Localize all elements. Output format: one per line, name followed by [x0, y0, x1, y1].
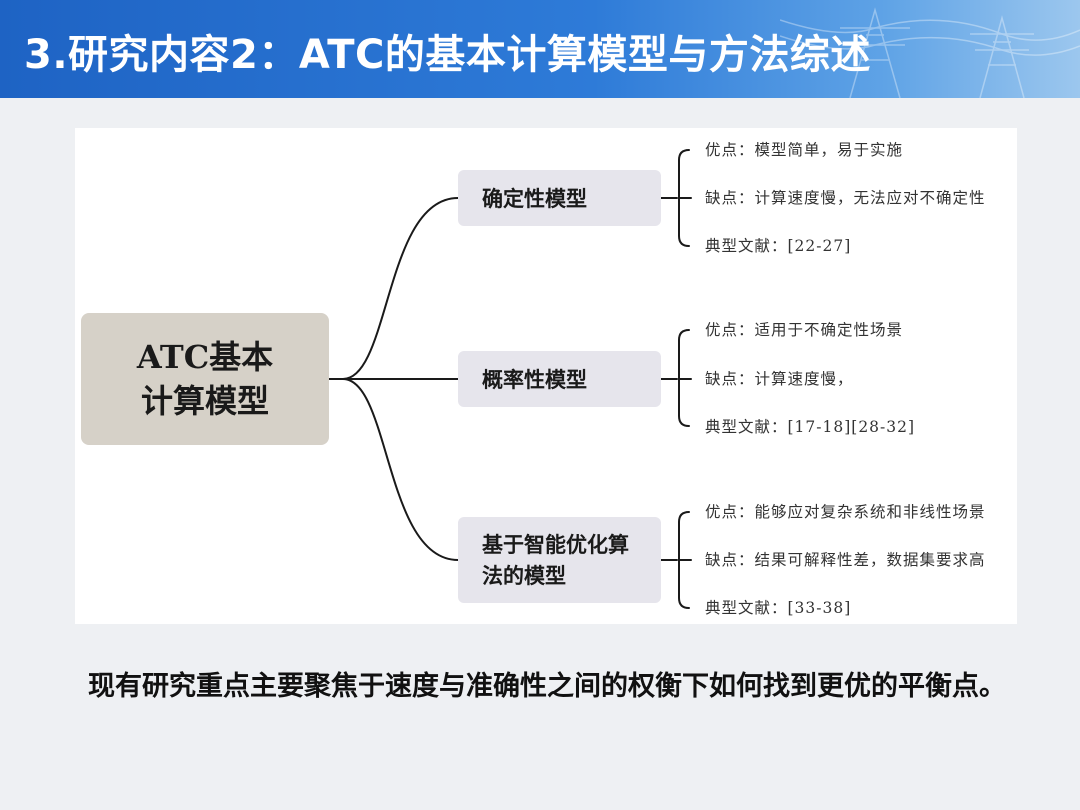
branch-node-label: 基于智能优化算法的模型: [482, 532, 629, 588]
branch-node-intelligent-optimization: 基于智能优化算法的模型: [458, 517, 661, 603]
summary-text: 现有研究重点主要聚焦于速度与准确性之间的权衡下如何找到更优的平衡点。: [88, 671, 1006, 702]
slide-header: 3.研究内容2：ATC的基本计算模型与方法综述: [0, 0, 1080, 98]
root-node: ATC基本计算模型: [81, 313, 329, 445]
leaf-advantage: 优点：适用于不确定性场景: [705, 321, 904, 339]
power-tower-decoration-icon: [780, 7, 1080, 98]
connector-root-branch-1: [328, 197, 459, 380]
leaf-advantage: 优点：能够应对复杂系统和非线性场景: [705, 503, 986, 521]
leaf-references: 典型文献：[17-18][28-32]: [705, 418, 916, 436]
leaf-advantage: 优点：模型简单，易于实施: [705, 141, 904, 159]
leaf-references: 典型文献：[33-38]: [705, 599, 852, 617]
leaf-disadvantage: 缺点：结果可解释性差，数据集要求高: [705, 551, 986, 569]
mindmap-connectors: [328, 149, 692, 609]
leaf-disadvantage: 缺点：计算速度慢，: [705, 370, 854, 388]
branch-node-label: 确定性模型: [482, 185, 587, 211]
branch-node-probabilistic: 概率性模型: [458, 351, 661, 407]
mindmap-diagram: ATC基本计算模型 确定性模型 概率性模型 基于智能优化算法的模型 优点：模型简…: [75, 128, 1017, 624]
branch-node-deterministic: 确定性模型: [458, 170, 661, 226]
leaf-references: 典型文献：[22-27]: [705, 237, 852, 255]
page-title: 3.研究内容2：ATC的基本计算模型与方法综述: [24, 32, 871, 78]
leaf-disadvantage: 缺点：计算速度慢，无法应对不确定性: [705, 189, 986, 207]
root-node-label: ATC基本计算模型: [136, 338, 274, 420]
connector-root-branch-3: [342, 378, 459, 561]
branch-node-label: 概率性模型: [482, 366, 587, 392]
